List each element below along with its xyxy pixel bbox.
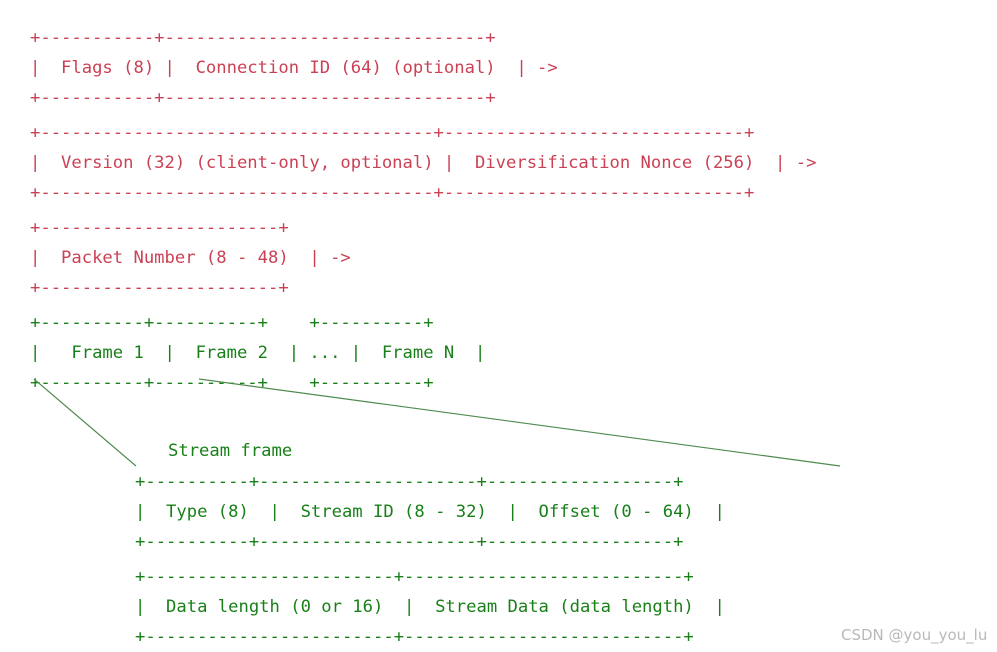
public-header-short-block: +-----------+---------------------------…: [30, 28, 558, 109]
stream-frame-row2-block: +------------------------+--------------…: [135, 567, 725, 648]
packet-number-block: +-----------------------+ | Packet Numbe…: [30, 218, 351, 299]
csdn-watermark: CSDN @you_you_lu: [841, 626, 988, 644]
stream-frame-row1-block: +----------+---------------------+------…: [135, 472, 725, 553]
public-header-long-block: +--------------------------------------+…: [30, 123, 817, 204]
frames-block: +----------+----------+ +----------+ | F…: [30, 313, 486, 394]
stream-frame-label: Stream frame: [168, 441, 293, 462]
